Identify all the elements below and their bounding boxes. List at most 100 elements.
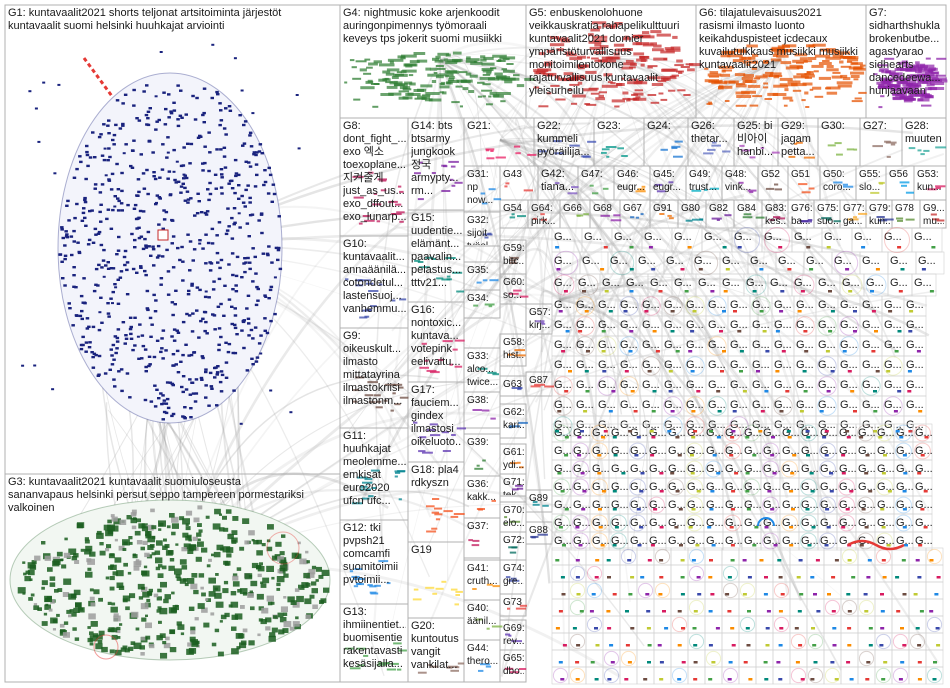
node	[451, 101, 460, 104]
node	[295, 616, 299, 620]
node	[760, 147, 764, 149]
mini-cluster-label: G...	[840, 399, 858, 411]
node	[181, 375, 186, 378]
node	[154, 95, 158, 98]
node	[305, 550, 309, 554]
node	[97, 263, 101, 267]
node	[140, 652, 145, 656]
mini-cluster-label: G...	[818, 419, 836, 431]
node	[231, 614, 238, 620]
node	[629, 290, 634, 293]
node	[155, 388, 159, 391]
node	[56, 613, 60, 617]
node	[219, 109, 223, 112]
node	[204, 370, 208, 374]
mini-cluster-frame	[670, 598, 689, 617]
node	[692, 218, 703, 221]
node	[215, 404, 219, 407]
node	[660, 77, 669, 81]
node	[873, 410, 878, 413]
node	[490, 150, 494, 152]
node	[139, 153, 143, 156]
node	[237, 589, 242, 593]
node	[509, 520, 521, 523]
node	[144, 244, 148, 247]
mini-cluster-label: G...	[839, 463, 857, 475]
node	[601, 151, 607, 154]
node	[571, 76, 586, 80]
node	[199, 376, 204, 380]
mini-cluster-label: G...	[820, 517, 838, 529]
node	[854, 97, 862, 100]
node	[271, 576, 275, 580]
edge	[499, 139, 544, 352]
node	[727, 54, 743, 58]
node	[469, 74, 478, 78]
ring	[781, 460, 798, 478]
node	[447, 665, 458, 668]
node	[836, 153, 843, 156]
node	[239, 642, 247, 649]
node	[897, 61, 909, 65]
ring	[93, 634, 119, 660]
mini-cluster-frame	[840, 547, 859, 566]
node	[306, 560, 310, 564]
node	[217, 651, 224, 657]
node	[219, 527, 225, 532]
ring	[553, 416, 573, 436]
node	[133, 344, 137, 347]
node	[504, 516, 508, 519]
ring	[641, 296, 661, 316]
node	[358, 222, 363, 225]
node	[107, 147, 111, 150]
mini-cluster-label: G...	[598, 359, 616, 371]
node	[612, 544, 617, 547]
node	[111, 302, 114, 305]
ring	[688, 548, 705, 565]
node	[152, 175, 156, 178]
node	[244, 188, 248, 192]
node	[289, 626, 295, 631]
node	[828, 290, 832, 293]
mini-cluster-frame	[704, 649, 723, 668]
node	[116, 636, 121, 639]
node	[234, 174, 238, 178]
node	[556, 37, 569, 41]
node	[462, 87, 469, 91]
node	[711, 544, 716, 547]
edge	[492, 212, 563, 301]
node	[880, 593, 884, 596]
node	[399, 86, 411, 90]
mini-cluster-frame	[619, 632, 638, 651]
node	[791, 508, 795, 511]
node	[281, 534, 286, 538]
node	[505, 576, 511, 579]
node	[595, 97, 605, 101]
node	[509, 259, 517, 262]
node	[847, 559, 852, 562]
node	[569, 83, 580, 86]
node	[190, 282, 194, 286]
node	[86, 164, 90, 168]
node	[262, 577, 270, 584]
node	[375, 400, 382, 403]
node	[276, 248, 281, 252]
edge	[499, 139, 765, 307]
mini-cluster-label: G...	[554, 231, 572, 243]
node	[693, 661, 698, 664]
node	[80, 309, 84, 313]
node	[171, 523, 179, 529]
mini-cluster-frame	[704, 632, 723, 651]
node	[708, 101, 712, 104]
node	[650, 101, 660, 104]
mini-cluster-label: G...	[664, 299, 682, 311]
mini-cluster-label: G...	[840, 379, 858, 391]
node	[386, 668, 396, 671]
node	[833, 181, 843, 184]
ring	[610, 514, 627, 532]
node	[99, 203, 103, 206]
node	[315, 579, 319, 582]
node	[225, 509, 232, 514]
node	[83, 200, 88, 204]
node	[731, 644, 736, 647]
